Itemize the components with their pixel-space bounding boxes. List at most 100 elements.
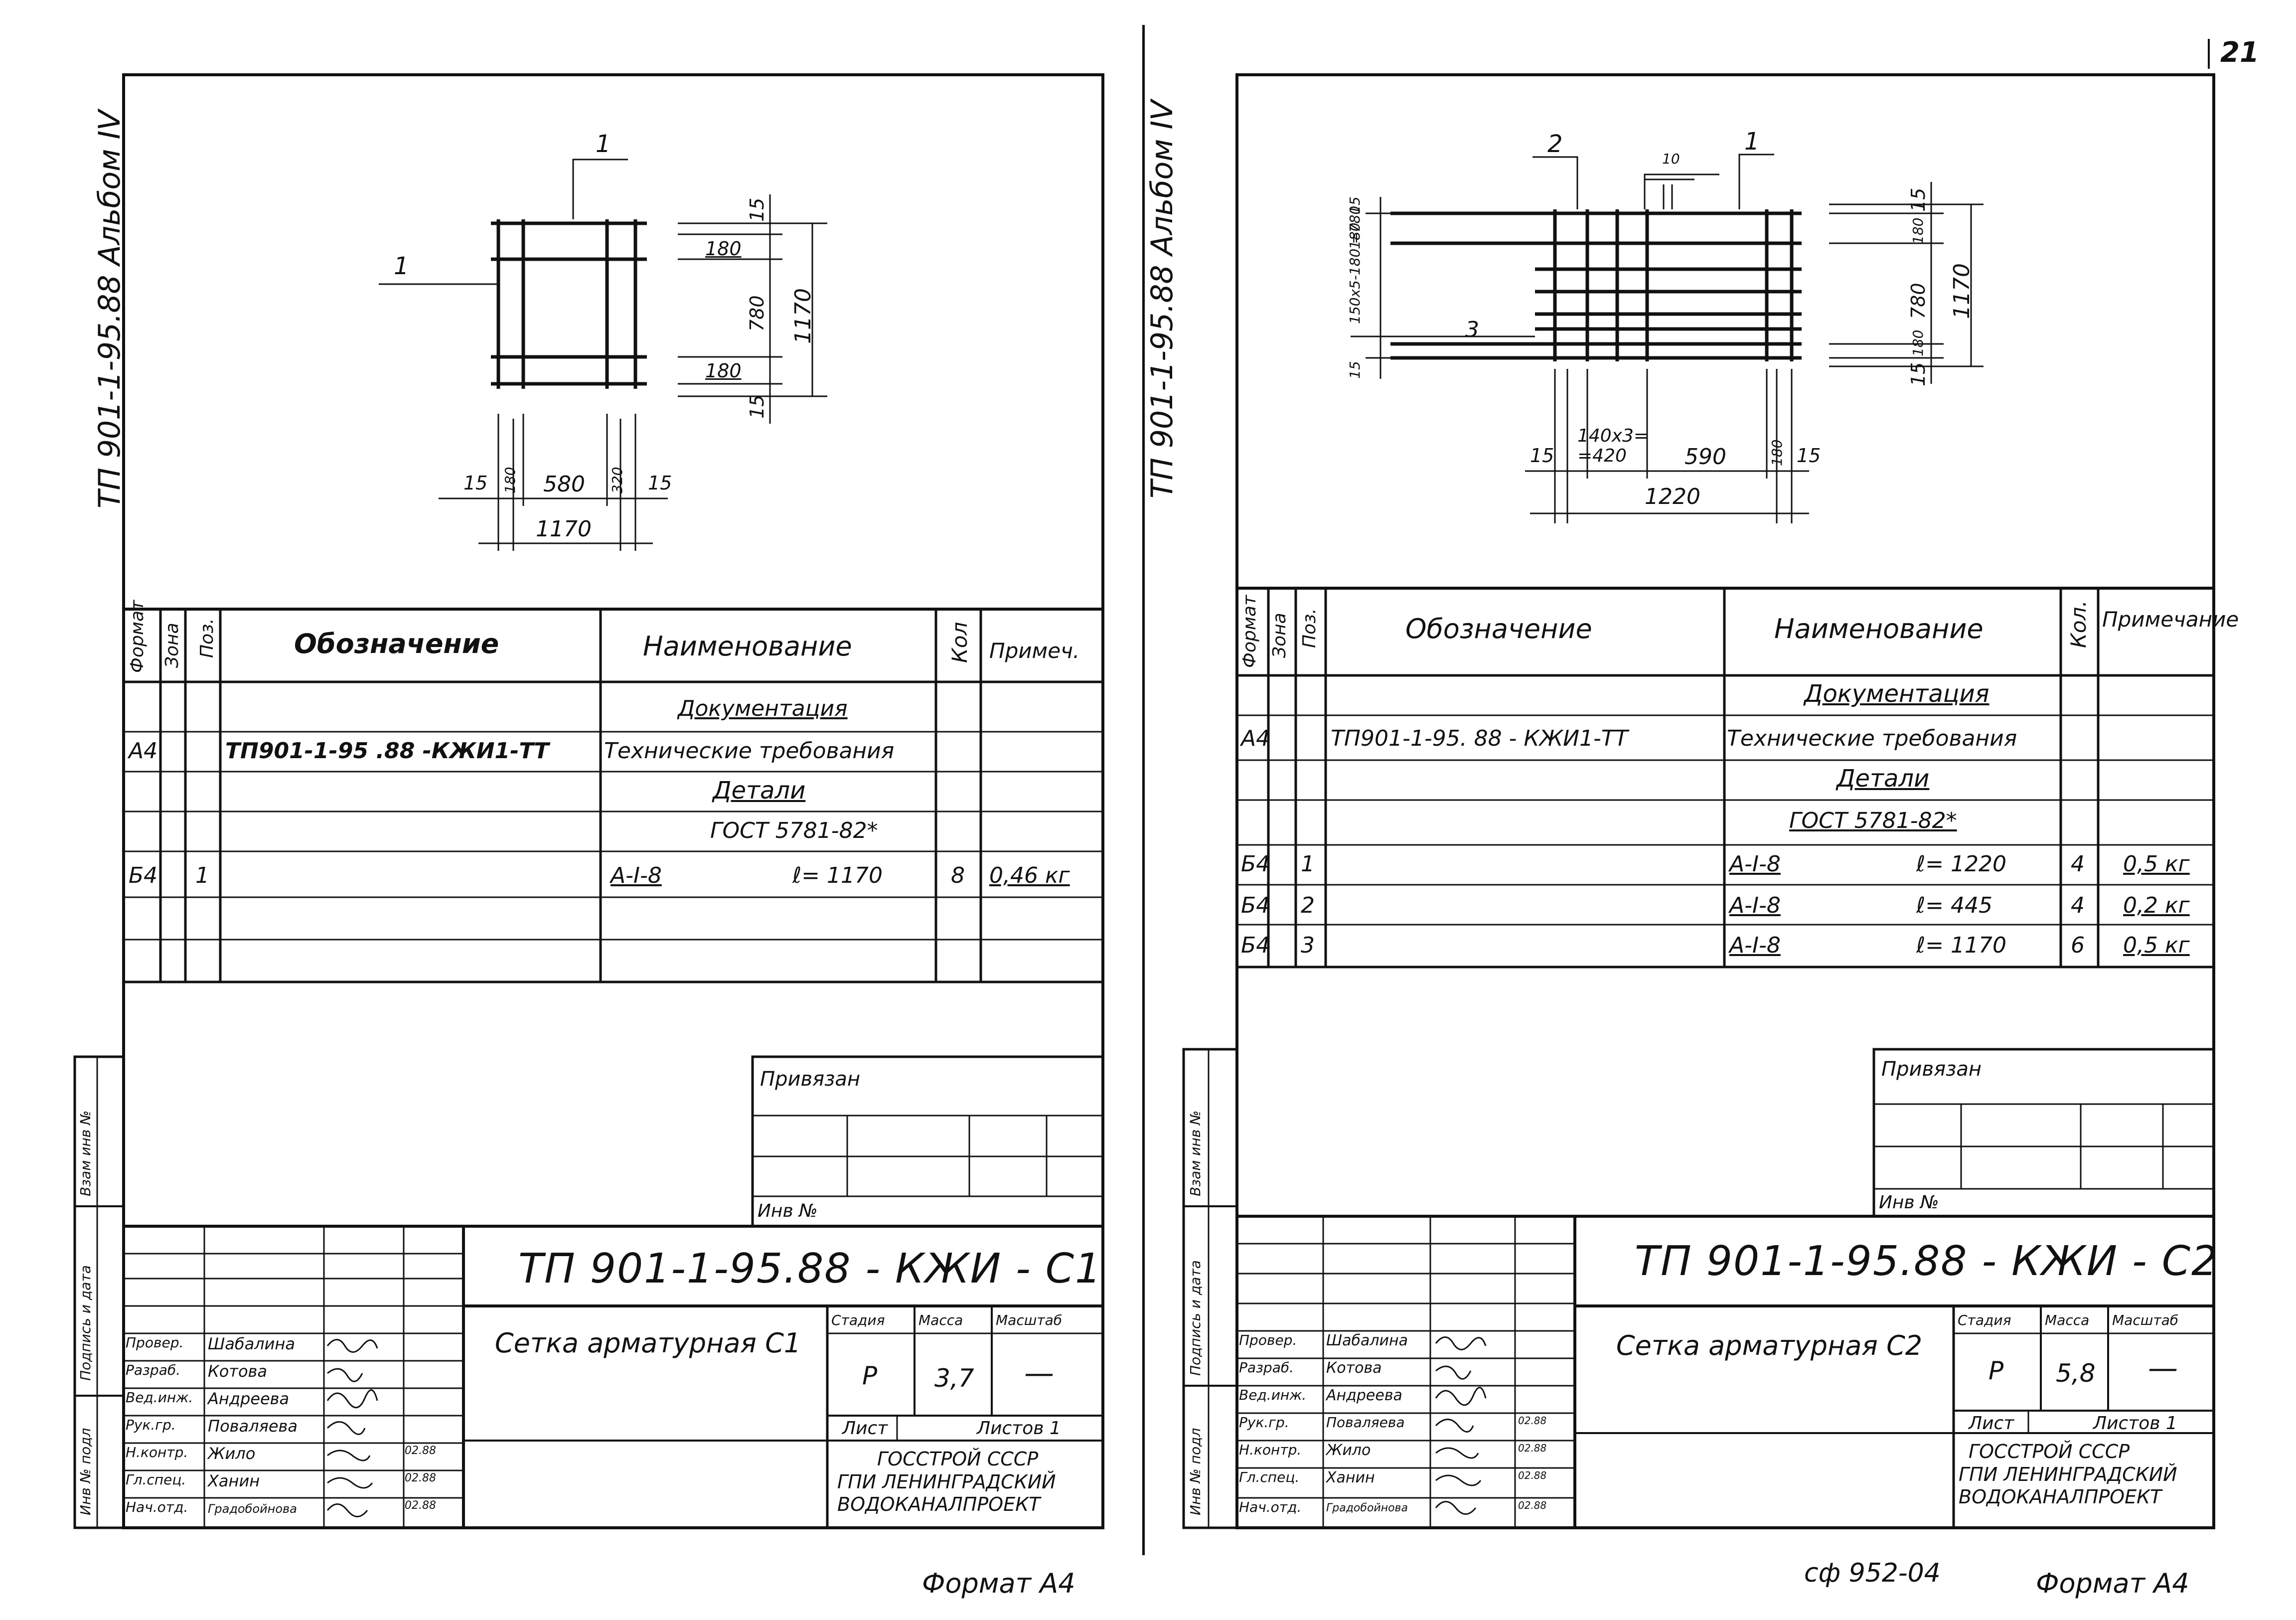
dim-label: 180	[705, 360, 742, 382]
spec-row-name: Технические требования	[1727, 726, 2017, 751]
format-label-right: Формат А4	[2036, 1568, 2189, 1599]
sign-date: 02.88	[405, 1445, 436, 1457]
item-name: Сетка арматурная С2	[1616, 1330, 1923, 1361]
org-block: ГОССТРОЙ СССР ГПИ ЛЕНИНГРАДСКИЙ ВОДОКАНА…	[1959, 1441, 2177, 1509]
signer-name: Ханин	[1326, 1469, 1375, 1486]
col-header-qty: Кол	[947, 622, 972, 663]
spec-row-pos: 2	[1301, 893, 1315, 918]
dim-label: 15	[463, 472, 488, 494]
dim-label: 180	[705, 238, 742, 260]
mass-value: 5,8	[2056, 1359, 2096, 1388]
signer-name: Котова	[208, 1362, 267, 1381]
col-header-designation: Обозначение	[294, 628, 499, 659]
mass-value: 3,7	[934, 1364, 974, 1393]
spec-row-length: ℓ= 1170	[1916, 933, 2007, 958]
dim-label: 780	[1907, 283, 1929, 319]
role: Вед.инж.	[1239, 1387, 1307, 1403]
dim-total: 1170	[790, 288, 816, 344]
frame	[1235, 73, 2215, 1529]
sheets-label: Листов 1	[2093, 1413, 2177, 1434]
spec-row-qty: 4	[2071, 893, 2085, 918]
spec-row-name: Документация	[678, 696, 848, 721]
org-line: ГОССТРОЙ СССР	[877, 1448, 1039, 1470]
dim-total: 1170	[1949, 263, 1975, 319]
sheet-c2: ТП 901-1-95.88 Альбом IV 2 1 3 10 15 180…	[1145, 0, 2296, 1620]
sign-date: 02.88	[405, 1499, 436, 1512]
sign-date: 02.88	[1518, 1442, 1547, 1454]
dim-label: 180	[1910, 217, 1926, 244]
signer-name: Градобойнова	[1326, 1502, 1408, 1514]
dim-label: 320	[609, 467, 625, 493]
spec-row-designation: ТП901-1-95 .88 -КЖИ1-ТТ	[225, 738, 549, 764]
signer-name: Котова	[1326, 1359, 1382, 1377]
sheet-separator	[1142, 25, 1145, 1555]
dim-label: 15	[1797, 445, 1821, 467]
col-header-format: Формат	[1239, 595, 1260, 668]
leader-label: 1	[596, 130, 611, 158]
org-line: ГПИ ЛЕНИНГРАДСКИЙ	[1959, 1463, 2177, 1485]
org-line: ГОССТРОЙ СССР	[1969, 1441, 2130, 1462]
col-header-note: Примечание	[2102, 607, 2239, 632]
dim-label: 10	[1662, 151, 1680, 167]
role: Нач.отд.	[1239, 1499, 1302, 1515]
dim-label: 15	[1907, 187, 1929, 212]
margin-label: Взам инв №	[77, 1110, 94, 1196]
binding-label: Привязан	[1881, 1058, 1982, 1081]
format-label-left: Формат А4	[922, 1568, 1075, 1599]
col-header-name: Наименование	[643, 631, 852, 662]
dim-label: 780	[746, 295, 768, 331]
role: Провер.	[1239, 1332, 1297, 1348]
dim-total: 1170	[536, 516, 592, 542]
col-header-qty: Кол.	[2066, 600, 2091, 648]
role: Рук.гр.	[126, 1417, 176, 1433]
spec-row-qty: 6	[2071, 933, 2085, 958]
margin-label: Взам инв №	[1187, 1110, 1204, 1196]
side-code: ТП 901-1-95.88 Альбом IV	[1145, 100, 1180, 498]
margin-label: Инв № подл	[77, 1428, 94, 1515]
sign-date: 02.88	[405, 1472, 436, 1484]
dim-label: 15	[1907, 362, 1929, 386]
sheet-c1-lines	[73, 73, 1104, 1529]
role: Н.контр.	[126, 1444, 188, 1460]
frame	[122, 73, 1104, 1529]
spec-row-length: ℓ= 1170	[792, 863, 883, 888]
role: Гл.спец.	[126, 1471, 186, 1488]
spec-row-name: ГОСТ 5781-82*	[1789, 808, 1957, 833]
leader-label: 3	[1465, 317, 1479, 342]
spec-row-name: Детали	[713, 777, 806, 805]
drawing-code: ТП 901-1-95.88 - КЖИ - С1	[518, 1245, 1102, 1293]
scale-value: —	[1024, 1356, 1054, 1391]
signature-scribbles	[1435, 1336, 1487, 1515]
sheet-label: Лист	[1969, 1413, 2014, 1434]
stage-value: Р	[862, 1361, 878, 1390]
spec-row-format: Б4	[1241, 893, 1270, 918]
dim-label: 180	[1769, 439, 1785, 466]
signer-name: Поваляева	[1326, 1414, 1405, 1431]
role: Вед.инж.	[126, 1389, 193, 1406]
spec-row-format: А4	[129, 738, 158, 764]
dim-label: 15	[746, 197, 768, 222]
dim-label: 150х5-180 =780	[1347, 205, 1363, 324]
stage-label: Стадия	[1958, 1312, 2011, 1328]
role: Гл.спец.	[1239, 1469, 1300, 1485]
binding-label: Привязан	[760, 1068, 861, 1091]
spec-row-name: Технические требования	[604, 738, 895, 764]
signer-name: Ханин	[208, 1471, 260, 1490]
org-line: ВОДОКАНАЛПРОЕКТ	[837, 1493, 1041, 1516]
dim-label: 15	[1530, 445, 1554, 467]
role: Н.контр.	[1239, 1442, 1302, 1458]
sheets-label: Листов 1	[977, 1418, 1061, 1439]
dim-label: 590	[1684, 444, 1726, 470]
spec-row-note: 0,5 кг	[2123, 933, 2190, 958]
scale-label: Масштаб	[996, 1312, 1063, 1328]
spec-row-name: А-I-8	[1729, 933, 1781, 958]
footer-code: сф 952-04	[1804, 1558, 1941, 1588]
margin-label: Подпись и дата	[77, 1265, 94, 1381]
spec-row-name: Детали	[1837, 765, 1930, 793]
spec-row-qty: 8	[951, 863, 965, 888]
spec-row-format: А4	[1241, 726, 1270, 751]
dim-label: 15	[1347, 361, 1363, 379]
drawing-code: ТП 901-1-95.88 - КЖИ - С2	[1635, 1238, 2219, 1285]
dim-label: 580	[543, 472, 585, 497]
page-number-mark	[2208, 39, 2210, 69]
